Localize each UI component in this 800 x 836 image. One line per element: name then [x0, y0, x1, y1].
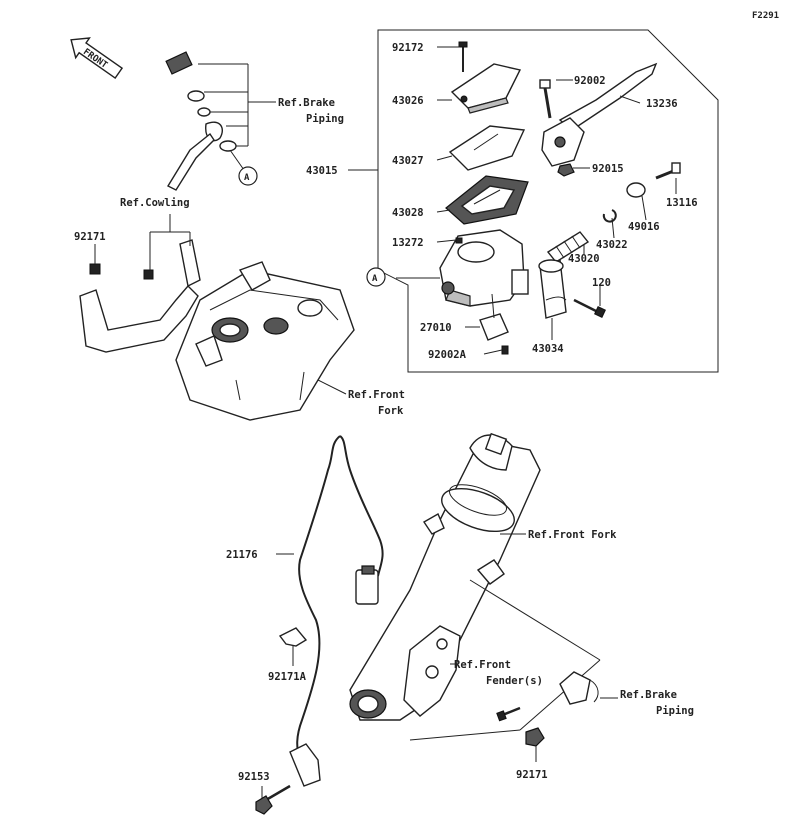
label-92172: 92172 [392, 42, 424, 54]
clamp-43034 [538, 259, 567, 319]
svg-text:A: A [244, 173, 250, 183]
sensor-cable-21176 [276, 435, 384, 787]
label-92153: 92153 [238, 771, 270, 783]
label-13272: 13272 [392, 237, 424, 249]
ref-front-fork-mid: Ref.Front Fork [528, 529, 617, 541]
callout-a-hose: A [238, 166, 258, 186]
ref-brake-piping-bottom-1: Ref.Brake [620, 689, 677, 701]
ref-brake-piping-top-2: Piping [306, 113, 344, 125]
ref-front-fender-2: Fender(s) [486, 675, 543, 687]
svg-text:A: A [372, 274, 378, 284]
label-27010: 27010 [420, 322, 452, 334]
label-43028: 43028 [392, 207, 424, 219]
piston-43020 [546, 231, 590, 263]
screw-92172 [458, 41, 468, 72]
plate-43027 [448, 125, 526, 171]
circlip-43022 [602, 209, 617, 223]
upper-fork-assembly [175, 261, 355, 421]
front-arrow-icon: FRONT [70, 37, 124, 79]
label-21176: 21176 [226, 549, 258, 561]
label-49016: 49016 [628, 221, 660, 233]
boot-49016 [626, 182, 646, 198]
pin-13116 [655, 162, 681, 180]
callout-a-master: A [366, 267, 386, 287]
label-13116: 13116 [666, 197, 698, 209]
label-92171-bottom: 92171 [516, 769, 548, 781]
brake-hose-fittings [165, 51, 276, 191]
screw-92002a [501, 345, 509, 355]
label-92171-top: 92171 [74, 231, 106, 243]
diaphragm-43028 [445, 175, 529, 225]
clip-92171a [278, 627, 308, 666]
label-43015: 43015 [306, 165, 338, 177]
label-43022: 43022 [596, 239, 628, 251]
ref-front-fork-top-1: Ref.Front [348, 389, 405, 401]
label-43026: 43026 [392, 95, 424, 107]
ref-cowling: Ref.Cowling [120, 197, 190, 209]
bolt-92153 [255, 784, 291, 815]
figure-code: F2291 [752, 11, 779, 21]
ref-brake-piping-top-1: Ref.Brake [278, 97, 335, 109]
leader-lines-master [348, 46, 677, 355]
screw-13272 [455, 237, 463, 244]
label-92002a: 92002A [428, 349, 467, 361]
brake-pipe-bracket [496, 671, 618, 762]
master-cylinder-body [439, 229, 529, 307]
cowling-bracket [79, 214, 201, 353]
label-43027: 43027 [392, 155, 424, 167]
bolt-120 [573, 298, 606, 318]
label-92015: 92015 [592, 163, 624, 175]
ref-front-fork-top-2: Fork [378, 405, 404, 417]
label-120: 120 [592, 277, 611, 289]
lower-fork-leg [349, 432, 601, 741]
ref-front-fender-1: Ref.Front [454, 659, 511, 671]
pivot-bolt-92002 [539, 79, 552, 119]
ref-brake-piping-bottom-2: Piping [656, 705, 694, 717]
label-92171a: 92171A [268, 671, 307, 683]
reservoir-cap-43026 [450, 63, 522, 114]
label-43034: 43034 [532, 343, 564, 355]
label-13236: 13236 [646, 98, 678, 110]
switch-27010 [479, 293, 509, 341]
label-43020: 43020 [568, 253, 600, 265]
nut-92015 [557, 163, 575, 177]
label-92002: 92002 [574, 75, 606, 87]
brake-lever-13236 [541, 62, 658, 167]
